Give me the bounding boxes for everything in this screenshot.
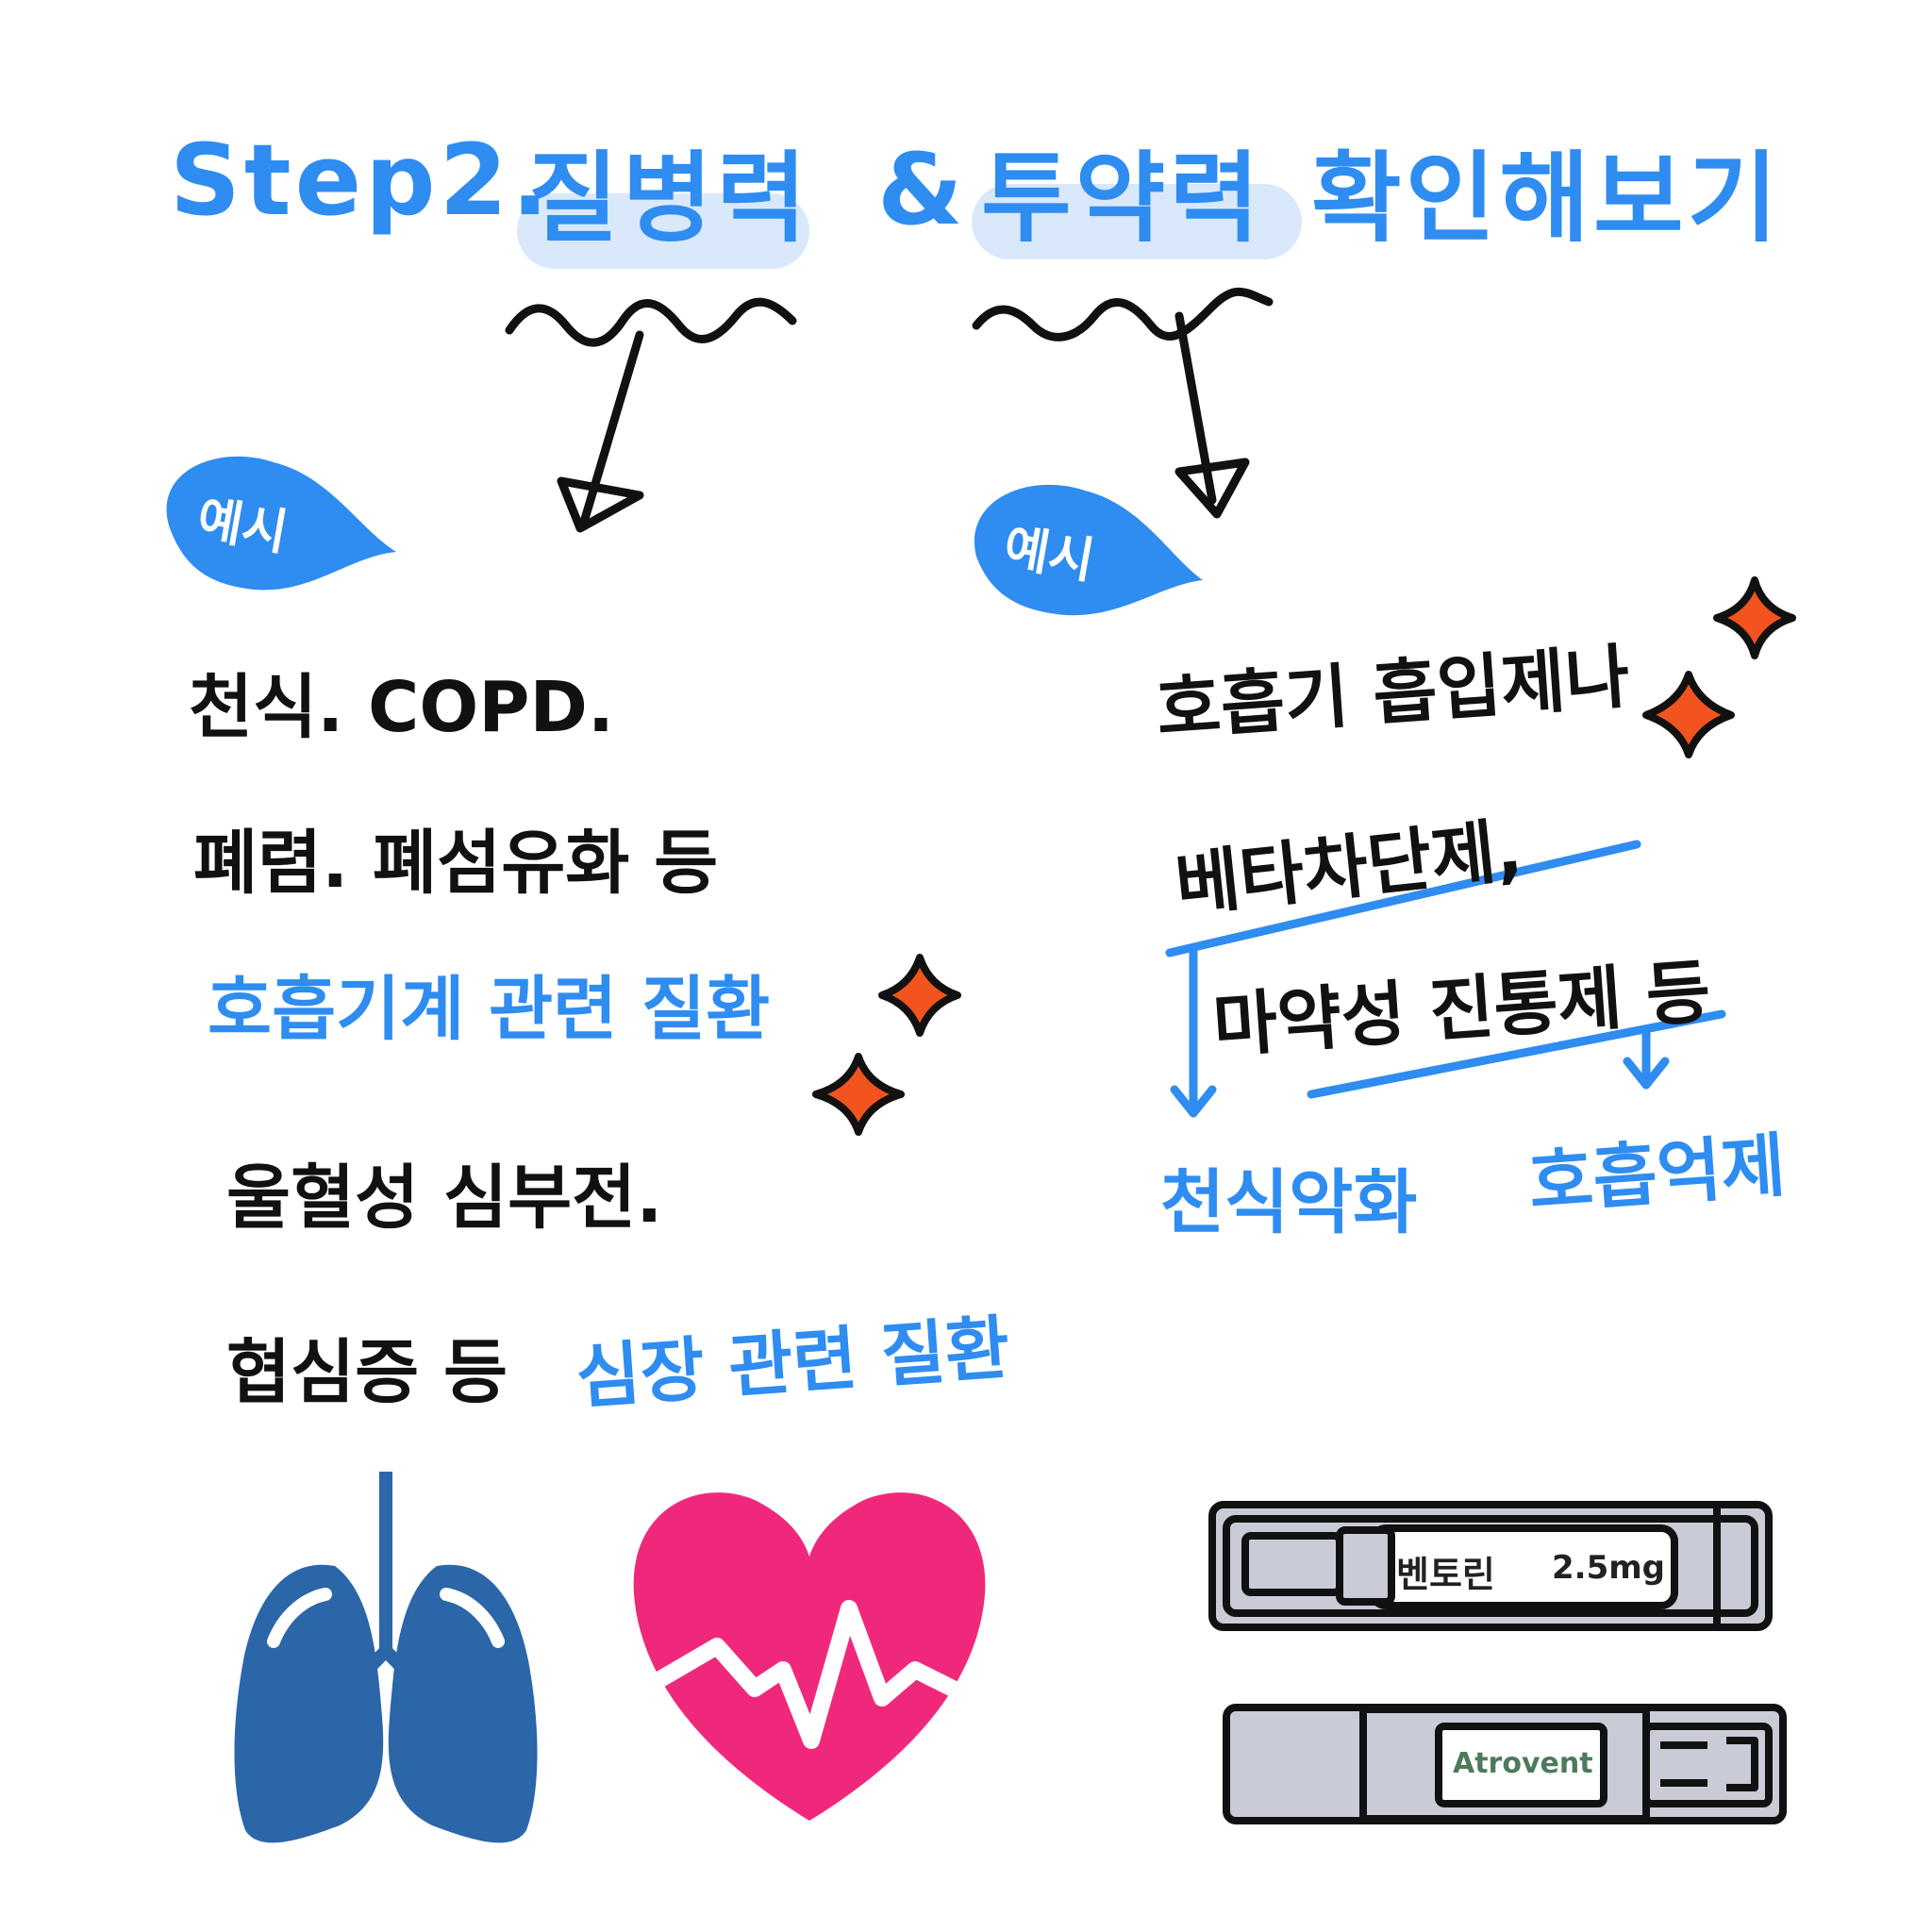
effect-arrows-icon <box>1165 840 1726 1118</box>
left-bubble-shape <box>166 456 396 591</box>
bottom-inhaler-brand: Atrovent <box>1453 1747 1593 1780</box>
title-highlight-1 <box>517 193 809 269</box>
lungs-icon <box>234 1472 538 1843</box>
bottom-inhaler-icon <box>1223 1704 1787 1824</box>
left-line-4: 울혈성 심부전. <box>226 1158 663 1239</box>
sparkle-icon <box>812 576 1796 1136</box>
title-rest: 확인해보기 <box>1311 141 1782 256</box>
right-arrow-icon <box>972 287 1274 519</box>
title-word-2: 투약력 <box>981 141 1264 256</box>
top-inhaler-brand: 벤토린 <box>1396 1554 1495 1595</box>
left-line-2: 폐렴. 폐섬유화 등 <box>193 823 719 904</box>
left-arrow-icon <box>505 297 797 533</box>
left-line-3: 호흡기계 관련 질환 <box>208 969 771 1050</box>
heart-icon <box>633 1492 986 1821</box>
title-word-1: 질병력 <box>528 141 811 256</box>
title-highlight-2 <box>972 184 1302 259</box>
right-effect-2: 호흡억제 <box>1525 1124 1789 1224</box>
heartbeat-line <box>652 1600 961 1749</box>
title-ampersand: & <box>877 132 967 247</box>
right-bubble-shape <box>974 484 1203 616</box>
left-line-5a: 협심증 등 <box>226 1332 508 1413</box>
top-inhaler-dose: 2.5mg <box>1552 1549 1665 1587</box>
title-step: Step2. <box>170 123 553 238</box>
left-line-1: 천식. COPD. <box>189 667 615 748</box>
right-effect-1: 천식악화 <box>1160 1162 1418 1243</box>
top-inhaler-icon <box>1208 1501 1773 1631</box>
